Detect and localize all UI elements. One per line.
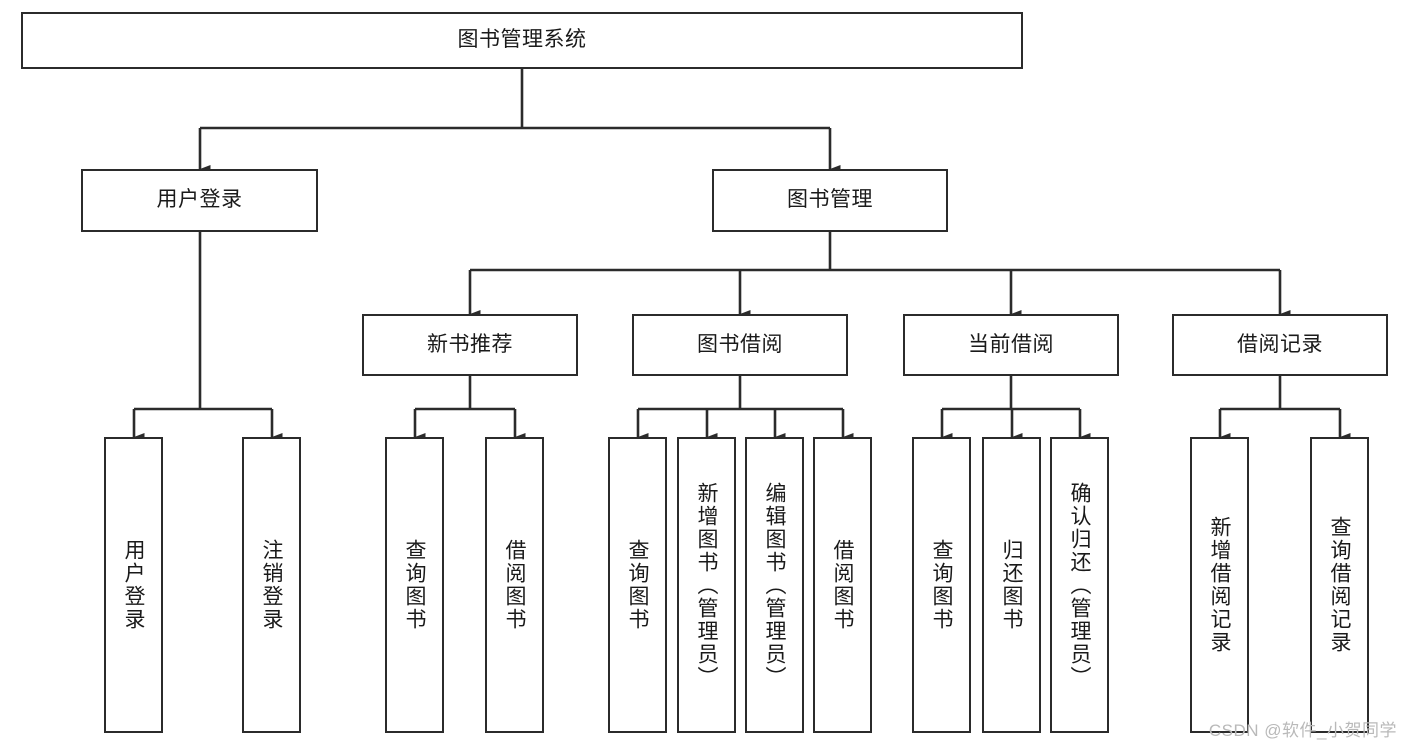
node-leaf-query-book-1[interactable]: 查询图书 (385, 437, 444, 733)
node-leaf-borrow-book-1[interactable]: 借阅图书 (485, 437, 544, 733)
node-login[interactable]: 用户登录 (81, 169, 318, 232)
node-leaf-borrow-book-2[interactable]: 借阅图书 (813, 437, 872, 733)
node-leaf-add-book[interactable]: 新增图书（管理员） (677, 437, 736, 733)
node-label-current: 当前借阅 (968, 332, 1054, 356)
node-label-newrec: 新书推荐 (427, 332, 513, 356)
node-label-leaf-user-login: 用户登录 (122, 539, 145, 631)
node-label-leaf-return-book: 归还图书 (1000, 539, 1023, 631)
node-label-leaf-borrow-book-1: 借阅图书 (503, 539, 526, 631)
node-label-bookmgmt: 图书管理 (787, 188, 873, 212)
node-label-leaf-edit-book: 编辑图书（管理员） (763, 481, 786, 689)
node-leaf-add-record[interactable]: 新增借阅记录 (1190, 437, 1249, 733)
node-label-root: 图书管理系统 (457, 28, 587, 52)
node-label-leaf-query-book-2: 查询图书 (626, 539, 649, 631)
node-label-leaf-confirm-return: 确认归还（管理员） (1068, 481, 1091, 689)
node-label-leaf-borrow-book-2: 借阅图书 (831, 539, 854, 631)
node-leaf-query-book-3[interactable]: 查询图书 (912, 437, 971, 733)
node-leaf-confirm-return[interactable]: 确认归还（管理员） (1050, 437, 1109, 733)
node-label-leaf-add-book: 新增图书（管理员） (695, 481, 718, 689)
node-leaf-edit-book[interactable]: 编辑图书（管理员） (745, 437, 804, 733)
node-label-borrow: 图书借阅 (697, 332, 783, 356)
node-leaf-query-book-2[interactable]: 查询图书 (608, 437, 667, 733)
node-leaf-user-login[interactable]: 用户登录 (104, 437, 163, 733)
node-label-leaf-query-record: 查询借阅记录 (1328, 516, 1351, 654)
node-newrec[interactable]: 新书推荐 (362, 314, 578, 376)
node-borrow[interactable]: 图书借阅 (632, 314, 848, 376)
node-label-records: 借阅记录 (1237, 332, 1323, 356)
node-records[interactable]: 借阅记录 (1172, 314, 1388, 376)
node-leaf-logout[interactable]: 注销登录 (242, 437, 301, 733)
node-label-leaf-query-book-3: 查询图书 (930, 539, 953, 631)
node-root[interactable]: 图书管理系统 (21, 12, 1023, 69)
node-leaf-return-book[interactable]: 归还图书 (982, 437, 1041, 733)
node-leaf-query-record[interactable]: 查询借阅记录 (1310, 437, 1369, 733)
node-bookmgmt[interactable]: 图书管理 (712, 169, 948, 232)
connector-group (132, 69, 1351, 441)
node-label-leaf-logout: 注销登录 (260, 539, 283, 631)
node-label-leaf-add-record: 新增借阅记录 (1208, 516, 1231, 654)
node-label-leaf-query-book-1: 查询图书 (403, 539, 426, 631)
node-label-login: 用户登录 (156, 188, 243, 212)
node-current[interactable]: 当前借阅 (903, 314, 1119, 376)
